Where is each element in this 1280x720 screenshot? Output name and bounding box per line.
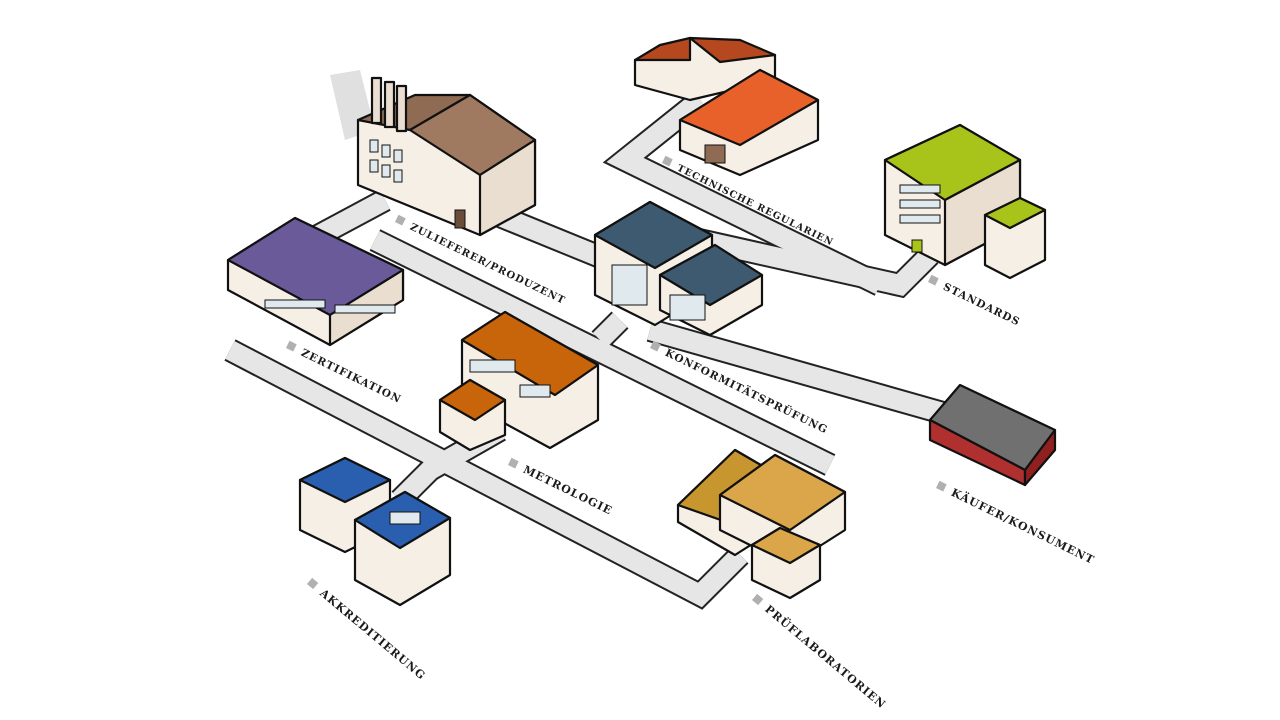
zertifikation-building-icon [226,216,405,347]
label-kaeufer: KÄUFER/KONSUMENT [936,480,1097,567]
pruef-laboratorien-building-icon [676,448,847,600]
svg-text:KÄUFER/KONSUMENT: KÄUFER/KONSUMENT [949,485,1097,567]
technische-regularien-building-icon [633,36,820,177]
label-standards: STANDARDS [928,274,1022,329]
svg-text:STANDARDS: STANDARDS [941,281,1022,329]
konformitaetspruefung-building-icon [593,200,764,337]
akkreditierung-building-icon [298,456,452,607]
svg-text:AKKREDITIERUNG: AKKREDITIERUNG [317,586,429,683]
metrologie-building-icon [438,310,600,452]
label-pruef: PRÜFLABORATORIEN [752,593,889,712]
svg-text:PRÜFLABORATORIEN: PRÜFLABORATORIEN [762,602,889,712]
kaeufer-house-icon [928,383,1057,487]
factory-building-icon [330,70,537,237]
standards-building-icon [883,123,1047,280]
